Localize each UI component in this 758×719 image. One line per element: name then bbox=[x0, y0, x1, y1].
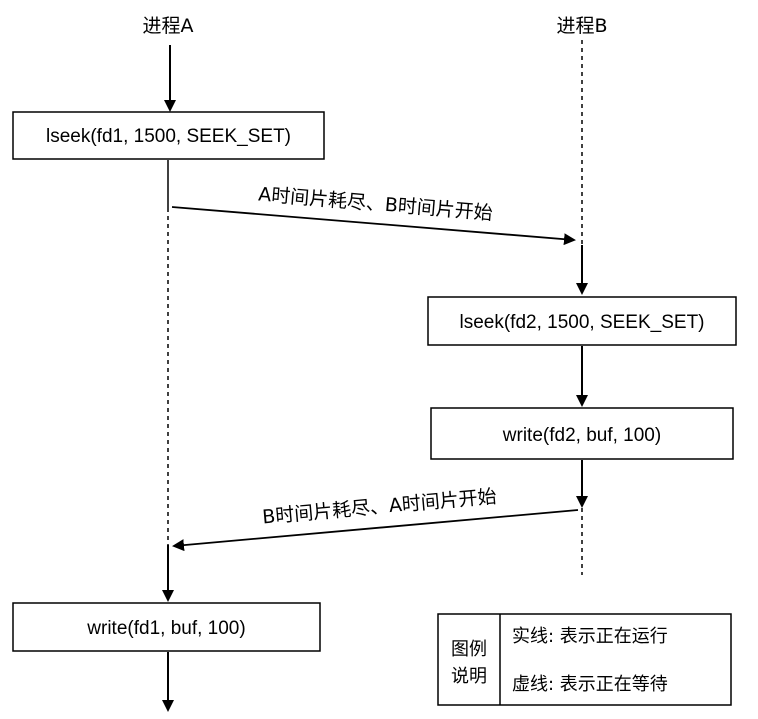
process-a-label: 进程A bbox=[143, 15, 194, 37]
switch-a-to-b-arrow bbox=[171, 206, 576, 246]
legend-box bbox=[437, 613, 732, 706]
legend-title-line2: 说明 bbox=[451, 666, 487, 687]
switch-a-to-b-label: A时间片耗尽、B时间片开始 bbox=[257, 183, 493, 224]
legend-solid-text: 实线: 表示正在运行 bbox=[512, 626, 668, 647]
legend-title-line1: 图例 bbox=[451, 639, 487, 660]
legend-dashed-text: 虚线: 表示正在等待 bbox=[512, 674, 668, 695]
process-b-write-text: write(fd2, buf, 100) bbox=[502, 425, 661, 446]
process-b-lseek-box bbox=[427, 296, 737, 346]
process-a-write-text: write(fd1, buf, 100) bbox=[86, 618, 245, 639]
process-b-label: 进程B bbox=[556, 15, 607, 37]
switch-b-to-a-arrow bbox=[172, 509, 579, 552]
process-a-write-box bbox=[12, 602, 321, 652]
process-b-write-box bbox=[430, 407, 734, 460]
switch-b-to-a-label: B时间片耗尽、A时间片开始 bbox=[261, 486, 497, 529]
process-b-lseek-text: lseek(fd2, 1500, SEEK_SET) bbox=[459, 312, 704, 333]
legend: 图例 说明 实线: 表示正在运行 虚线: 表示正在等待 bbox=[437, 613, 732, 706]
process-a-lseek-box bbox=[12, 111, 325, 160]
process-a-lseek-text: lseek(fd1, 1500, SEEK_SET) bbox=[46, 126, 291, 147]
